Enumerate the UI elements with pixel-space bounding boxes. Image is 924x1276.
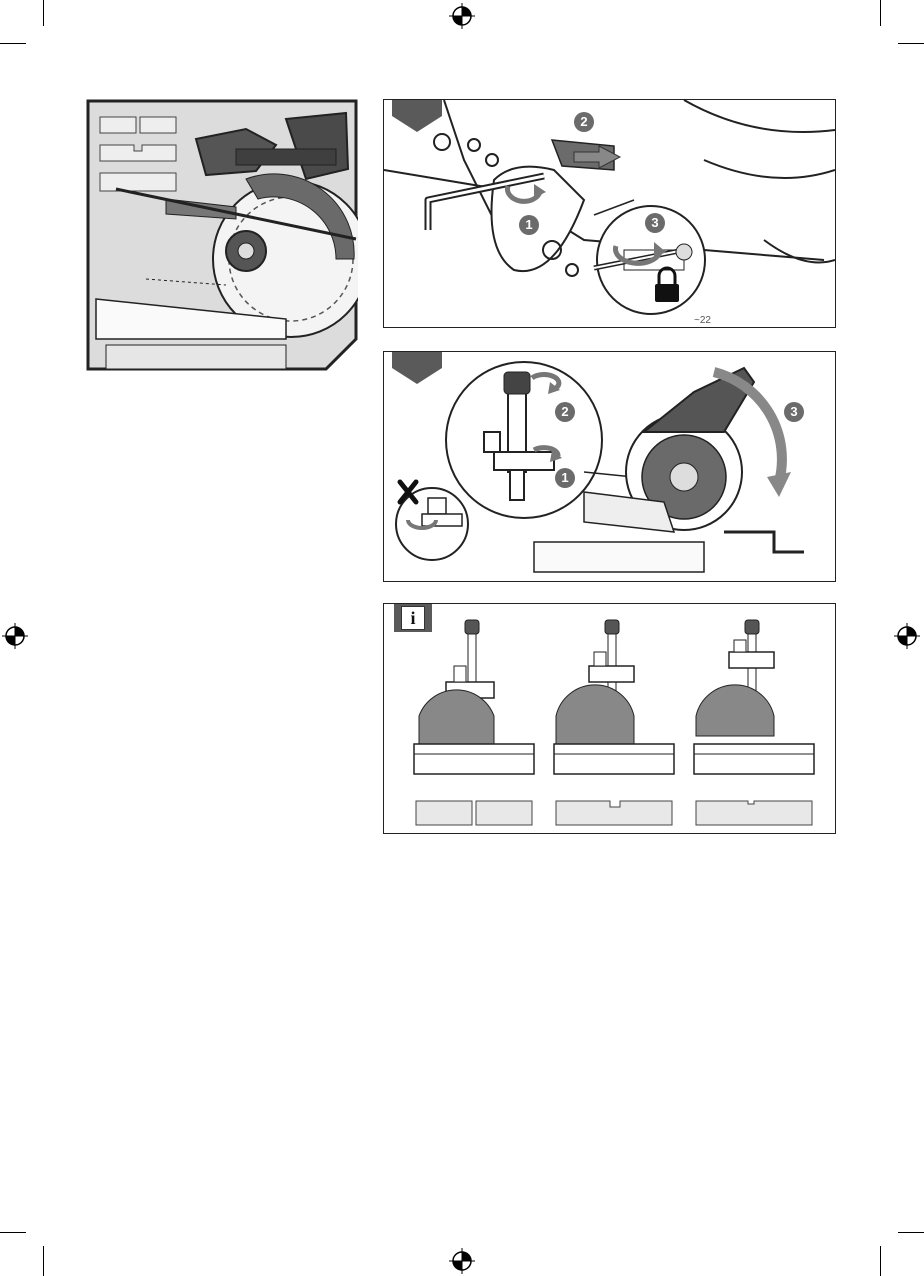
depth-stop-variant-1 [414, 620, 534, 825]
depth-stop-variant-2 [554, 620, 674, 825]
crop-mark-top-right-h [898, 43, 924, 44]
overview-illustration [86, 99, 358, 371]
step-number-badge: 2 [574, 112, 594, 132]
step-number-badge: 1 [519, 215, 539, 235]
crop-mark-bottom-left-h [0, 1232, 26, 1233]
step-number-badge: 2 [555, 402, 575, 422]
svg-text:~22: ~22 [694, 315, 711, 326]
registration-mark-icon [894, 623, 920, 649]
registration-mark-icon [449, 1248, 475, 1274]
crop-mark-bottom-right-h [898, 1232, 924, 1233]
crop-mark-top-left-v [43, 0, 44, 26]
registration-mark-icon [449, 3, 475, 29]
crop-mark-top-left-h [0, 43, 26, 44]
depth-stop-variant-3 [694, 620, 814, 825]
info-panel: i [383, 603, 836, 834]
step-number-badge: 3 [645, 213, 665, 233]
step-panel-b: 1 2 3 [383, 351, 836, 582]
crop-mark-bottom-right-v [880, 1246, 881, 1276]
step-panel-a: ~22 1 2 3 [383, 99, 836, 328]
crop-mark-top-right-v [880, 0, 881, 26]
step-number-badge: 3 [784, 402, 804, 422]
crop-mark-bottom-left-v [43, 1246, 44, 1276]
step-number-badge: 1 [555, 468, 575, 488]
registration-mark-icon [2, 623, 28, 649]
